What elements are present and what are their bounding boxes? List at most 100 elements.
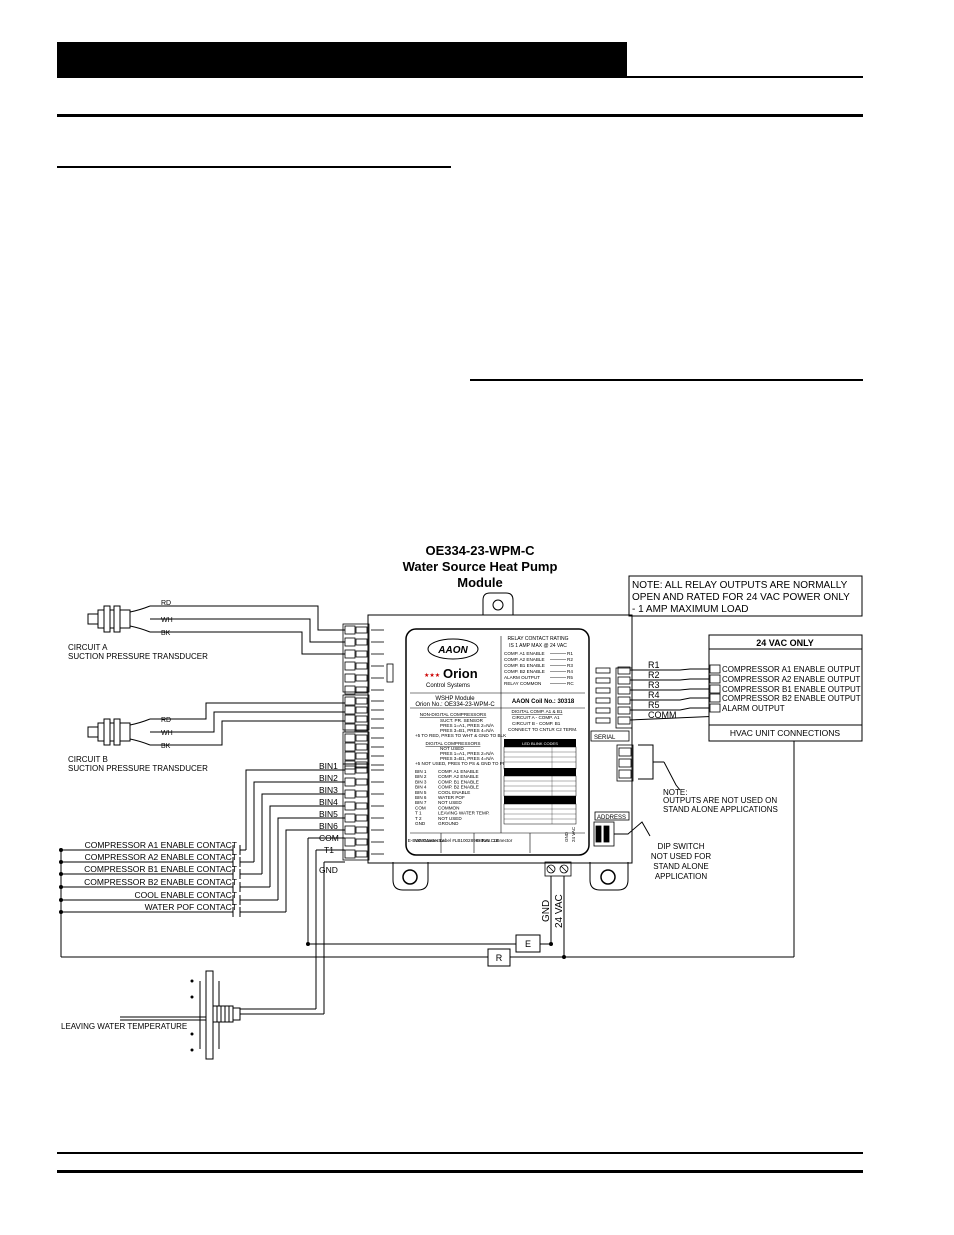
svg-text:WattMaster Label #LB100289-B R: WattMaster Label #LB100289-B Rev.: 1E (415, 838, 499, 843)
svg-text:+5 TO RED, PRES TO WHT & GND T: +5 TO RED, PRES TO WHT & GND TO BLK (415, 733, 507, 738)
module-bin-row-pin: BIN 3 (415, 779, 427, 784)
module-coil-no: AAON Coil No.: 30318 (512, 699, 575, 705)
transducer-wire-labels: RD WH BK RD WH BK (161, 600, 173, 750)
relay-output-wire (630, 668, 722, 671)
enable-contact-row: COMPRESSOR A1 ENABLE CONTACT (59, 840, 241, 855)
module-bin-row-pin: BIN 2 (415, 774, 427, 779)
serial-bracket (638, 744, 681, 791)
terminal-socket (355, 790, 368, 798)
enable-contact-row: COOL ENABLE CONTACT (59, 890, 241, 905)
terminal-screw (344, 765, 356, 775)
aaon-logo-text: AAON (437, 645, 468, 656)
power-term-gnd-small: GND (564, 831, 569, 842)
svg-text:IS 1 AMP MAX @ 24 VAC: IS 1 AMP MAX @ 24 VAC (509, 643, 567, 649)
junction-dots (306, 942, 566, 959)
terminal-screw (344, 801, 356, 811)
module-name-block: WSHP Module Orion No.: OE334-23-WPM-C AA… (415, 696, 575, 708)
terminal-socket (355, 626, 368, 634)
enable-contact-row: COMPRESSOR B2 ENABLE CONTACT (59, 877, 241, 892)
hvac-item: COMPRESSOR B2 ENABLE OUTPUT (722, 694, 861, 703)
svg-text:STAND ALONE APPLICATIONS: STAND ALONE APPLICATIONS (663, 805, 778, 814)
hvac-terminal (709, 674, 721, 684)
svg-text:BK: BK (161, 630, 171, 637)
module-relay-row-pin: R3 (567, 663, 573, 668)
terminal-screw (344, 625, 356, 635)
leaving-water-label: LEAVING WATER TEMPERATURE (61, 1022, 187, 1031)
module-relay-row-label: COMP. A2 ENABLE (504, 657, 545, 662)
binary-input-wires (240, 769, 345, 913)
module-connector-labels: E-BUS Connector WattMaster Label #LB1002… (408, 838, 513, 843)
box-e-label: E (525, 939, 531, 949)
power-term-24vac-small: 24 VAC (571, 826, 576, 842)
transducer-wires (150, 605, 345, 746)
module-bin-row-label: NOT USED (438, 800, 462, 805)
relay-output-label: R3 (648, 680, 660, 690)
box-r-label: R (496, 953, 503, 963)
module-relay-row-label: COMP. B1 ENABLE (504, 663, 545, 668)
module-relay-row: COMP. A1 ENABLE R1 (504, 651, 573, 656)
module-bin-row-pin: BIN 6 (415, 795, 427, 800)
bin-label: BIN1 (319, 761, 338, 771)
terminal-socket (355, 802, 368, 810)
orion-stars: ★★★ (424, 672, 440, 679)
module-orion-no: Orion No.: OE334-23-WPM-C (415, 702, 495, 708)
svg-text:APPLICATION: APPLICATION (655, 872, 708, 881)
svg-text:SUCTION PRESSURE TRANSDUCER: SUCTION PRESSURE TRANSDUCER (68, 764, 208, 773)
svg-text:DIGITAL COMP. A1 & B1: DIGITAL COMP. A1 & B1 (512, 709, 563, 714)
terminal-socket (355, 743, 368, 751)
svg-text:CIRCUIT A - COMP. A1: CIRCUIT A - COMP. A1 (512, 715, 560, 720)
relay-output-label: R4 (648, 690, 660, 700)
svg-text:NON-DIGITAL COMPRESSORS: NON-DIGITAL COMPRESSORS (420, 712, 487, 717)
terminal-socket (355, 697, 368, 705)
terminal-screw (344, 760, 356, 770)
module-bin-row-pin: T 2 (415, 816, 422, 821)
hvac-box: 24 VAC ONLY COMPRESSOR A1 ENABLE OUTPUTC… (708, 634, 863, 742)
svg-text:E-BUS Connector: E-BUS Connector (476, 838, 513, 843)
module-bin-row-pin: T 1 (415, 811, 422, 816)
terminal-screw (344, 723, 356, 733)
enable-contact-label: COMPRESSOR B2 ENABLE CONTACT (84, 877, 237, 887)
hvac-header: 24 VAC ONLY (756, 638, 814, 648)
terminal-screw (344, 837, 356, 847)
bin-wire (277, 817, 345, 900)
sensor-studs (190, 979, 194, 1052)
relay-terminal-socket (595, 667, 611, 674)
module-led-section: DIGITAL COMP. A1 & B1 CIRCUIT A - COMP. … (503, 709, 577, 842)
relay-note-line-1: NOTE: ALL RELAY OUTPUTS ARE NORMALLY (632, 580, 848, 591)
svg-text:PRES 3=B1, PRES 4=N/A: PRES 3=B1, PRES 4=N/A (440, 756, 495, 761)
module-bin-row-label: COMP. B2 ENABLE (438, 785, 479, 790)
terminal-screw (344, 813, 356, 823)
serial-label: SERIAL (594, 735, 616, 741)
terminal-socket (355, 724, 368, 732)
terminal-socket (355, 761, 368, 769)
relay-terminal-screw (617, 686, 631, 695)
module-relay-row-pin: R1 (567, 651, 573, 656)
section-rule-1 (57, 114, 863, 117)
svg-text:NOT USED: NOT USED (440, 746, 464, 751)
relay-terminal-socket (595, 697, 611, 704)
diagram-title: OE334-23-WPM-C Water Source Heat Pump Mo… (403, 543, 558, 590)
transducer-a (87, 605, 151, 633)
terminal-screw (344, 742, 356, 752)
module-bin-row-pin: GND (415, 821, 426, 826)
terminal-screw (344, 637, 356, 647)
terminal-screw (344, 673, 356, 683)
svg-text:WH: WH (161, 730, 173, 737)
svg-text:CIRCUIT A: CIRCUIT A (68, 643, 108, 652)
terminal-socket (355, 674, 368, 682)
module-relay-row-label: ALARM OUTPUT (504, 675, 540, 680)
svg-text:PRES 1=A1, PRES 2=N/A: PRES 1=A1, PRES 2=N/A (440, 723, 495, 728)
relay-note-line-2: OPEN AND RATED FOR 24 VAC POWER ONLY (632, 592, 850, 603)
module-bin-row-pin: BIN 4 (415, 785, 427, 790)
module-relay-row-label: COMP. A1 ENABLE (504, 651, 545, 656)
box-e: E (515, 934, 541, 953)
svg-text:DIP SWITCH: DIP SWITCH (658, 842, 705, 851)
relay-terminal-screw (617, 696, 631, 705)
outputs-note: NOTE: OUTPUTS ARE NOT USED ON STAND ALON… (663, 788, 778, 814)
relay-output-label: COMM (648, 710, 677, 720)
hvac-terminal (709, 664, 721, 674)
